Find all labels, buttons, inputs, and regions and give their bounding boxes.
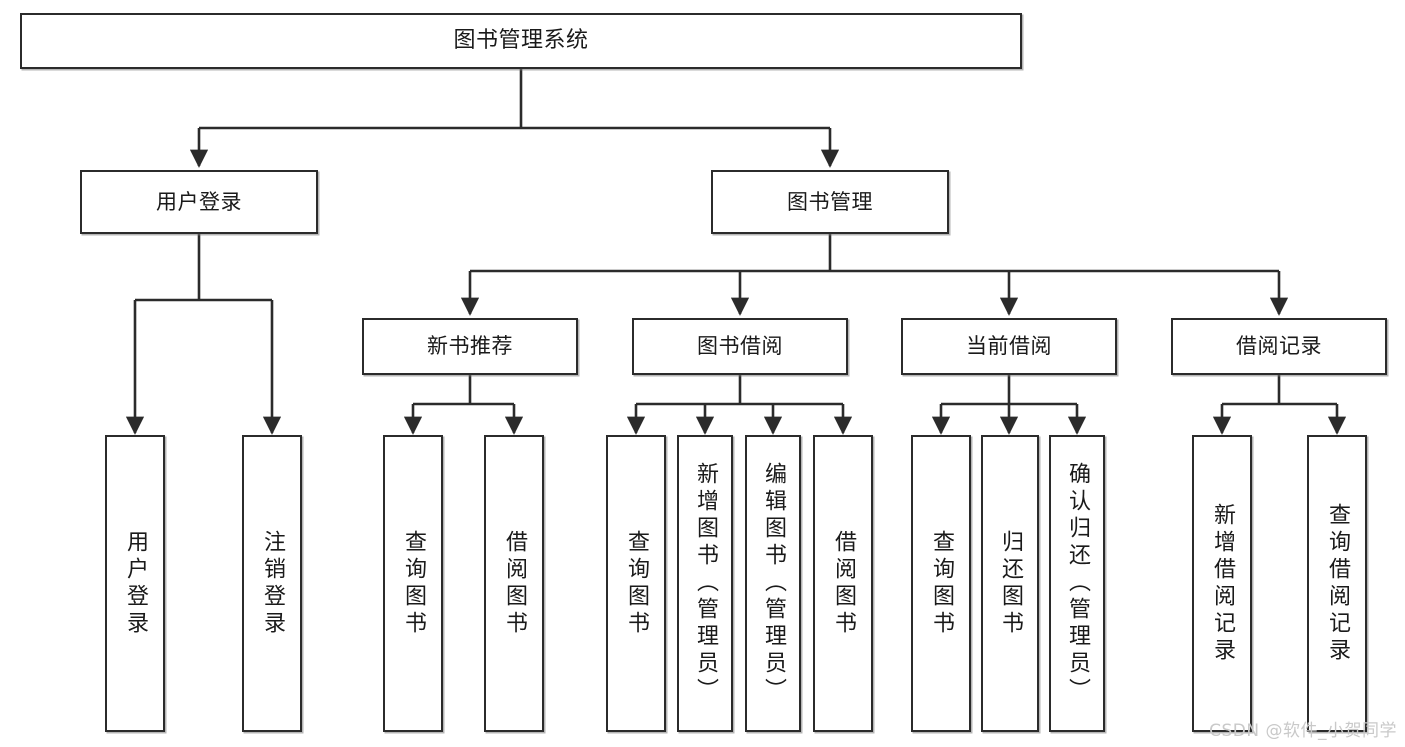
node-leaf-confirm-return-admin[interactable]: 确认归还（管理员） [1049, 435, 1105, 732]
node-user-login[interactable]: 用户登录 [80, 170, 318, 234]
node-root-book-management-system[interactable]: 图书管理系统 [20, 13, 1022, 69]
node-label: 确认归还（管理员） [1065, 462, 1090, 705]
node-new-book-recommendation[interactable]: 新书推荐 [362, 318, 578, 375]
node-label: 查询图书 [401, 529, 426, 638]
node-leaf-return-books[interactable]: 归还图书 [981, 435, 1039, 732]
node-label: 查询图书 [929, 529, 954, 638]
node-label: 新增图书（管理员） [693, 462, 718, 705]
node-leaf-borrow-books-new[interactable]: 借阅图书 [484, 435, 544, 732]
node-leaf-edit-book-admin[interactable]: 编辑图书（管理员） [745, 435, 801, 732]
node-leaf-borrow-books-borrow[interactable]: 借阅图书 [813, 435, 873, 732]
node-label: 用户登录 [123, 529, 148, 638]
node-book-management[interactable]: 图书管理 [711, 170, 949, 234]
node-label: 借阅图书 [502, 529, 527, 638]
node-label: 用户登录 [156, 189, 242, 214]
node-label: 新书推荐 [427, 334, 513, 359]
node-label: 图书借阅 [697, 334, 783, 359]
watermark-csdn: CSDN @软件_小贺同学 [1209, 721, 1397, 741]
node-leaf-query-books-new[interactable]: 查询图书 [383, 435, 443, 732]
node-label: 注销登录 [260, 529, 285, 638]
node-label: 查询图书 [624, 529, 649, 638]
node-label: 借阅记录 [1236, 334, 1322, 359]
node-current-borrowing[interactable]: 当前借阅 [901, 318, 1117, 375]
node-leaf-query-books-current[interactable]: 查询图书 [911, 435, 971, 732]
node-leaf-query-books-borrow[interactable]: 查询图书 [606, 435, 666, 732]
node-leaf-add-borrow-record[interactable]: 新增借阅记录 [1192, 435, 1252, 732]
node-book-borrowing[interactable]: 图书借阅 [632, 318, 848, 375]
node-leaf-add-book-admin[interactable]: 新增图书（管理员） [677, 435, 733, 732]
node-label: 图书管理 [787, 189, 873, 214]
node-label: 当前借阅 [966, 334, 1052, 359]
node-label: 图书管理系统 [453, 28, 589, 54]
node-leaf-query-borrow-record[interactable]: 查询借阅记录 [1307, 435, 1367, 732]
node-label: 借阅图书 [831, 529, 856, 638]
node-leaf-logout[interactable]: 注销登录 [242, 435, 302, 732]
node-borrowing-records[interactable]: 借阅记录 [1171, 318, 1387, 375]
node-label: 新增借阅记录 [1210, 502, 1235, 665]
node-label: 编辑图书（管理员） [761, 462, 786, 705]
node-label: 归还图书 [998, 529, 1023, 638]
node-label: 查询借阅记录 [1325, 502, 1350, 665]
node-leaf-user-login[interactable]: 用户登录 [105, 435, 165, 732]
